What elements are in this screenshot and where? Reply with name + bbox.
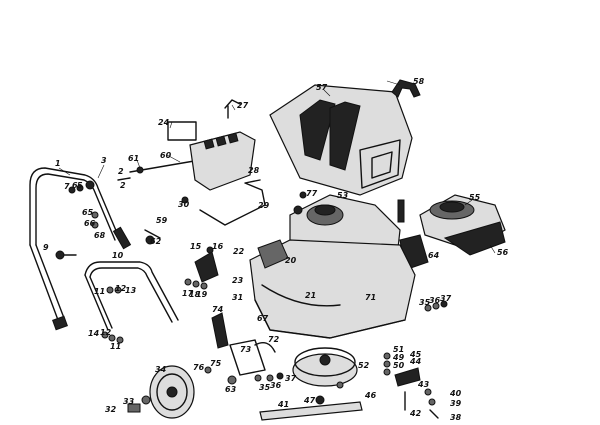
wheel: [127, 365, 195, 419]
catcher-handle: [391, 79, 421, 98]
callout-51: 51: [393, 345, 404, 354]
callout-10: 10: [112, 251, 124, 260]
callout-5: 5: [77, 181, 83, 190]
callout-15: 15: [190, 242, 202, 251]
callout-53: 53: [337, 191, 349, 200]
spring: [254, 342, 276, 353]
callout-37b: 37: [285, 374, 297, 383]
callout-56: 56: [497, 248, 509, 257]
callout-45: 45: [409, 350, 422, 359]
callout-44: 44: [409, 357, 422, 366]
deck-plate: [257, 239, 289, 269]
callout-52: 52: [358, 361, 370, 370]
callout-39: 39: [450, 399, 462, 408]
callout-3: 3: [101, 156, 107, 165]
callout-64: 64: [428, 251, 440, 260]
callout-57: 57: [316, 83, 328, 92]
callout-14: 14: [88, 329, 100, 338]
callout-29: 29: [258, 201, 270, 210]
callout-34: 34: [155, 365, 167, 374]
callout-62: 62: [150, 237, 162, 246]
callout-41: 41: [277, 400, 289, 409]
height-lever: [211, 312, 229, 349]
callout-35: 35: [419, 298, 431, 307]
callout-75: 75: [210, 359, 222, 368]
callout-74: 74: [212, 305, 224, 314]
callout-12b: 12: [100, 328, 112, 337]
callout-1: 1: [55, 159, 61, 168]
callout-55: 55: [469, 193, 481, 202]
callout-12: 12: [115, 284, 127, 293]
callout-33: 33: [123, 397, 135, 406]
callout-11: 11: [94, 287, 105, 296]
height-bracket: [194, 251, 219, 283]
callout-21: 21: [305, 291, 316, 300]
axle-bracket: [229, 339, 266, 376]
label-plate: [167, 121, 197, 141]
callout-30: 30: [178, 200, 190, 209]
callout-2: 2: [118, 167, 124, 176]
callout-6: 6: [72, 181, 78, 190]
air-filter: [419, 194, 506, 256]
callout-9: 9: [43, 243, 49, 252]
blade-assembly: [259, 347, 363, 421]
callout-63: 63: [225, 385, 237, 394]
callout-76: 76: [193, 363, 205, 372]
callout-13: 13: [125, 286, 137, 295]
callout-2b: 2: [120, 181, 126, 190]
callout-31: 31: [232, 293, 243, 302]
callout-77: 77: [306, 189, 318, 198]
callout-38: 38: [450, 413, 462, 422]
callout-32: 32: [105, 405, 117, 414]
callout-61: 61: [128, 154, 139, 163]
callout-66: 66: [84, 219, 96, 228]
callout-20: 20: [285, 256, 297, 265]
callout-36: 36: [429, 296, 441, 305]
throttle-cable: [129, 159, 201, 245]
callout-72: 72: [268, 335, 280, 344]
callout-46: 46: [364, 391, 377, 400]
grass-catcher: [269, 84, 413, 196]
callout-37: 37: [440, 294, 452, 303]
spark-plug: [397, 199, 405, 223]
callout-58: 58: [413, 77, 425, 86]
callout-49: 49: [392, 353, 405, 362]
rear-flap-assembly: [181, 99, 256, 204]
callout-23: 23: [232, 276, 244, 285]
callout-28: 28: [248, 166, 260, 175]
callout-7: 7: [64, 182, 70, 191]
lower-handle: [84, 261, 179, 331]
mower-deck: [249, 239, 416, 339]
handle-bolts: [55, 177, 132, 344]
callout-68: 68: [94, 231, 106, 240]
callout-40: 40: [449, 389, 462, 398]
callout-27: 27: [237, 101, 249, 110]
callout-11b: 11: [110, 342, 121, 351]
callout-71: 71: [365, 293, 376, 302]
callout-18: 18: [189, 290, 201, 299]
callout-17: 17: [182, 289, 194, 298]
callout-67: 67: [257, 314, 269, 323]
callout-47: 47: [303, 396, 316, 405]
blade-adapter: [394, 367, 421, 387]
callout-65: 65: [82, 208, 94, 217]
leader-lines: [58, 80, 496, 254]
callout-60: 60: [160, 151, 172, 160]
callout-43: 43: [417, 380, 430, 389]
callout-59: 59: [156, 216, 168, 225]
callout-36b: 36: [270, 381, 282, 390]
callout-22: 22: [233, 247, 245, 256]
flap-bracket: [199, 179, 266, 226]
callout-42: 42: [409, 409, 422, 418]
callout-35b: 35: [259, 383, 271, 392]
callout-73: 73: [240, 345, 252, 354]
callout-50: 50: [393, 361, 405, 370]
callout-numbers: 1 2 2 3 5 6 7 9 10 11 11 12 12 13 14 15 …: [43, 77, 509, 422]
callout-16: 16: [212, 242, 224, 251]
callout-19: 19: [196, 290, 208, 299]
callout-24: 24: [158, 118, 170, 127]
